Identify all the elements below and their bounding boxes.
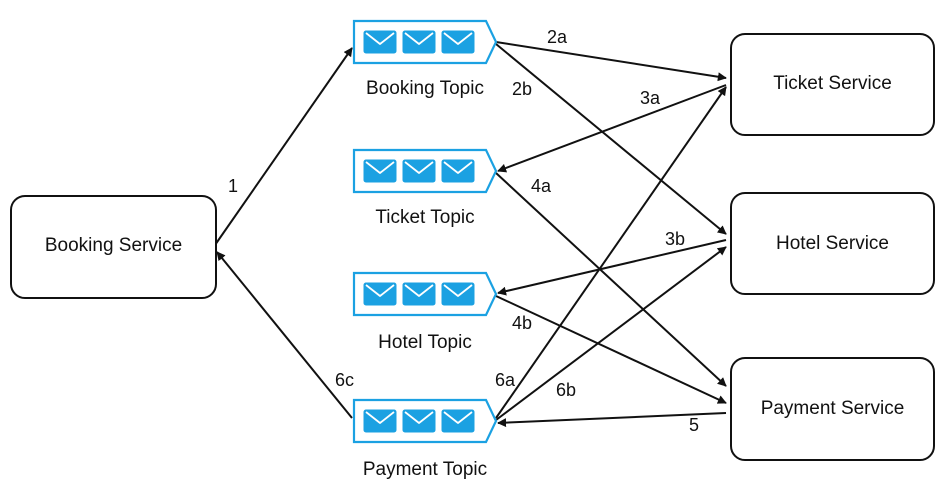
booking-service-label: Booking Service xyxy=(45,235,182,256)
hotel-topic-label: Hotel Topic xyxy=(378,332,472,353)
edge-2b xyxy=(495,43,727,235)
edge-2a xyxy=(495,41,727,82)
message-queue-icon xyxy=(352,398,498,444)
payment-topic-label: Payment Topic xyxy=(363,459,487,480)
edge-label-6c: 6c xyxy=(335,370,354,390)
message-queue-icon xyxy=(352,148,498,194)
edge-label-4b: 4b xyxy=(512,313,532,333)
edge-6b xyxy=(495,246,727,421)
edge-label-2b: 2b xyxy=(512,79,532,99)
booking-topic: Booking Topic xyxy=(352,19,498,99)
edge-4a xyxy=(495,172,727,387)
edge-6a xyxy=(495,86,727,419)
edge-label-6b: 6b xyxy=(556,380,576,400)
message-queue-icon xyxy=(352,19,498,65)
edge-3a xyxy=(497,84,727,173)
edge-label-2a: 2a xyxy=(547,27,568,47)
ticket-topic-label: Ticket Topic xyxy=(375,207,474,228)
ticket-topic: Ticket Topic xyxy=(352,148,498,228)
edge-5 xyxy=(497,412,727,428)
edge-label-6a: 6a xyxy=(495,370,516,390)
message-queue-icon xyxy=(352,271,498,317)
hotel-service: Hotel Service xyxy=(730,192,935,295)
edge-4b xyxy=(495,295,727,404)
ticket-service: Ticket Service xyxy=(730,33,935,136)
booking-topic-label: Booking Topic xyxy=(366,78,484,99)
hotel-service-label: Hotel Service xyxy=(776,233,889,254)
payment-service: Payment Service xyxy=(730,357,935,461)
hotel-topic: Hotel Topic xyxy=(352,271,498,353)
ticket-service-label: Ticket Service xyxy=(773,73,892,94)
edge-3b xyxy=(497,239,727,296)
payment-topic: Payment Topic xyxy=(352,398,498,480)
edge-1 xyxy=(214,47,353,246)
edge-label-3a: 3a xyxy=(640,88,661,108)
payment-service-label: Payment Service xyxy=(761,398,905,419)
edge-label-4a: 4a xyxy=(531,176,552,196)
booking-service: Booking Service xyxy=(10,195,217,299)
edge-label-1: 1 xyxy=(228,176,238,196)
edge-label-5: 5 xyxy=(689,415,699,435)
edge-label-3b: 3b xyxy=(665,229,685,249)
edge-6c xyxy=(216,251,353,419)
